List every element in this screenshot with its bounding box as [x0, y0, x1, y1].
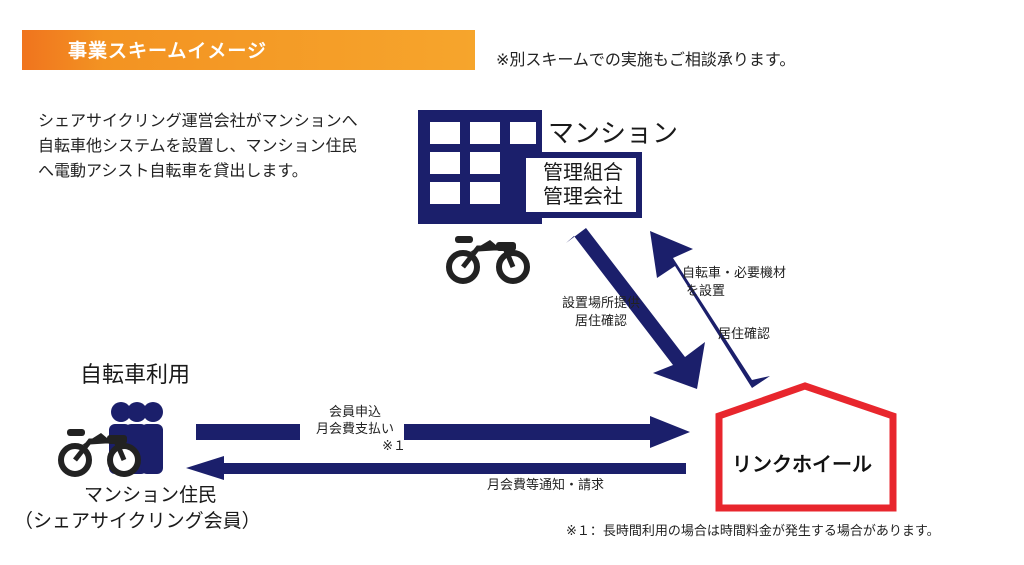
header-note: ※別スキームでの実施もご相談承ります。 [496, 50, 796, 69]
arrow-label-line: 会員申込 [328, 405, 381, 420]
house-icon [715, 382, 897, 512]
arrow-right-label: 会員申込 月会費支払い ※１ [300, 404, 410, 455]
mansion-title: マンション [548, 119, 679, 149]
resident-sublabel: （シェアサイクリング会員） [14, 510, 261, 532]
arrow-down-right [566, 228, 705, 389]
arrow-left-label: 月会費等通知・請求 [487, 478, 605, 493]
description-line: シェアサイクリング運営会社がマンションへ [38, 111, 358, 130]
arrow-up-left-label-2: 居住確認 [718, 327, 771, 342]
management-line: 管理組合 [543, 160, 623, 184]
header-bar [22, 30, 475, 70]
arrow-up-left [650, 231, 770, 388]
management-label: 管理組合 管理会社 [528, 160, 638, 208]
description-line: 自転車他システムを設置し、マンション住民 [38, 136, 358, 155]
management-line: 管理会社 [543, 184, 623, 208]
page-title: 事業スキームイメージ [68, 40, 268, 62]
arrow-left [186, 456, 686, 480]
arrow-label-line: ※１ [382, 439, 406, 454]
arrow-label-line: 自転車・必要機材 [682, 266, 787, 281]
arrow-right [196, 416, 690, 448]
description: シェアサイクリング運営会社がマンションへ 自転車他システムを設置し、マンション住… [38, 108, 418, 183]
arrow-down-right-label: 設置場所提供 居住確認 [556, 295, 646, 331]
arrow-label-line: 居住確認 [574, 314, 627, 329]
resident-label: マンション住民 [84, 484, 218, 506]
description-line: へ電動アシスト自転車を貸出します。 [38, 161, 308, 180]
company-name: リンクホイール [732, 452, 872, 476]
arrow-up-left-label: 自転車・必要機材 を設置 [682, 265, 786, 301]
bicycle-usage-title: 自転車利用 [80, 363, 191, 388]
arrow-label-line: 月会費支払い [315, 422, 394, 437]
bicycle-icon-resident [58, 429, 141, 477]
arrow-label-line: 設置場所提供 [561, 296, 640, 311]
bicycle-icon [446, 236, 530, 284]
footnote: ※１：長時間利用の場合は時間料金が発生する場合があります。 [566, 524, 940, 539]
arrow-label-line: を設置 [686, 284, 726, 299]
